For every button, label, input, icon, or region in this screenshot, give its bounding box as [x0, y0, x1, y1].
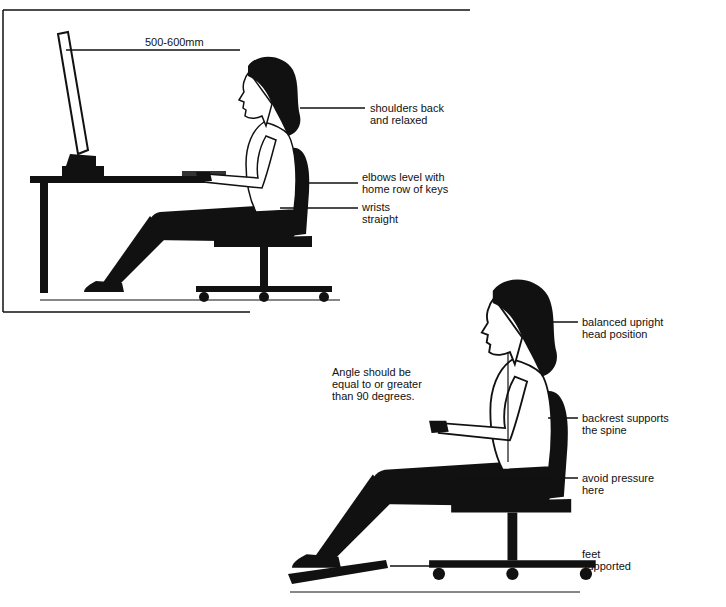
leader-line [300, 182, 358, 184]
seated-person [84, 57, 332, 302]
leader-line [548, 321, 578, 323]
panel-frame [3, 311, 250, 313]
seated-person [292, 279, 596, 580]
leader-line [548, 417, 578, 419]
leader-line [280, 207, 358, 209]
annotation-label: feet supported [582, 548, 637, 572]
annotation-label: shoulders back and relaxed [370, 102, 455, 126]
annotation-label: backrest supports the spine [582, 412, 677, 436]
floor-line [40, 300, 340, 301]
annotation-label: Angle should be equal to or greater than… [332, 366, 437, 402]
leader-line [300, 107, 365, 109]
monitor-base [62, 166, 104, 176]
monitor-stand [66, 154, 96, 166]
annotation-label: balanced upright head position [582, 316, 670, 340]
desk-leg [40, 183, 48, 293]
annotation-label: wrists straight [362, 201, 407, 225]
panel-frame [3, 9, 470, 11]
leader-line [390, 565, 578, 567]
annotation-label: avoid pressure here [582, 472, 662, 496]
angle-line [507, 352, 508, 462]
panel-frame [2, 10, 4, 312]
dimension-line [66, 49, 240, 51]
annotation-label: 500-600mm [145, 36, 235, 48]
floor-line [290, 592, 580, 593]
annotation-label: elbows level with home row of keys [362, 171, 457, 195]
leader-line [450, 477, 578, 479]
footrest [288, 560, 388, 584]
